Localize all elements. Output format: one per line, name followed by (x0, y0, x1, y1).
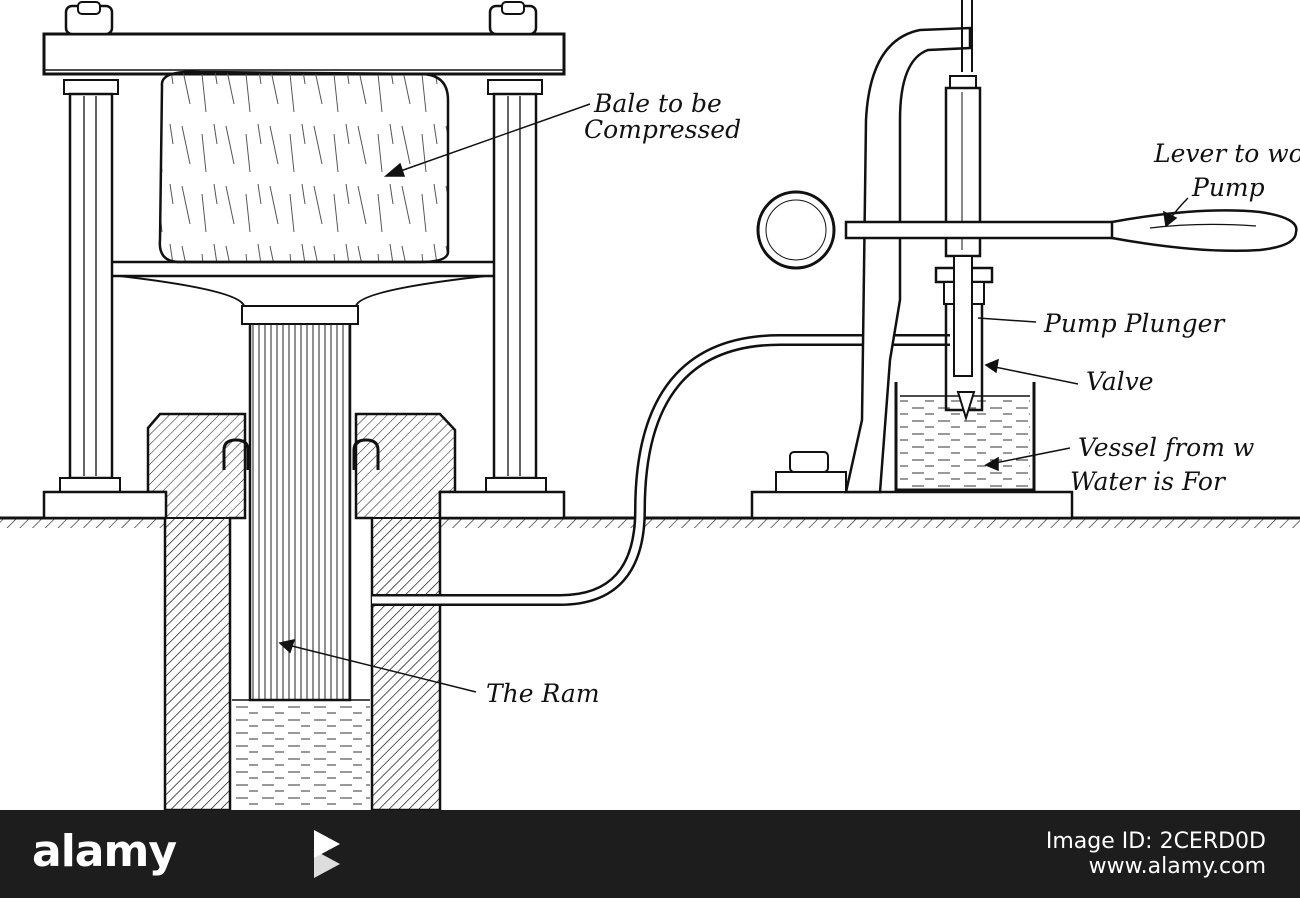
watermark-info: Image ID: 2CERD0D www.alamy.com (1046, 830, 1266, 880)
platen (96, 260, 510, 278)
label-bale-line2: Compressed (584, 115, 741, 144)
label-pump-plunger: Pump Plunger (1043, 309, 1226, 338)
column-right (438, 79, 566, 520)
cylinder-block (146, 412, 457, 810)
brand-mark-icon (314, 830, 340, 878)
pump-lever (844, 209, 1298, 253)
label-lever-line1: Lever to wo (1153, 139, 1300, 168)
pump-frame (844, 26, 972, 494)
watermark-bar: alamy Image ID: 2CERD0D www.alamy.com (0, 810, 1300, 898)
label-vessel-line1: Vessel from w (1078, 433, 1254, 462)
column-left (42, 79, 168, 520)
bale (158, 70, 450, 264)
counterweight (756, 190, 836, 270)
hydraulic-press-diagram: Bale to be Compressed Lever to wo Pump P… (0, 0, 1300, 810)
site-url-text: www.alamy.com (1088, 854, 1266, 879)
diagram-labels: Bale to be Compressed Lever to wo Pump P… (486, 89, 1300, 708)
leader-lines (278, 103, 1189, 693)
label-ram: The Ram (486, 679, 600, 708)
label-lever-line2: Pump (1191, 173, 1265, 202)
label-vessel-line2: Water is For (1070, 467, 1227, 496)
brand-logo: alamy (32, 826, 177, 877)
pump-plunger (934, 255, 994, 422)
ram (119, 275, 487, 702)
pump-base (750, 451, 1074, 520)
label-bale-line1: Bale to be (593, 89, 722, 118)
label-valve: Valve (1086, 367, 1154, 396)
image-id-text: Image ID: 2CERD0D (1045, 829, 1266, 854)
top-beam (42, 1, 566, 76)
